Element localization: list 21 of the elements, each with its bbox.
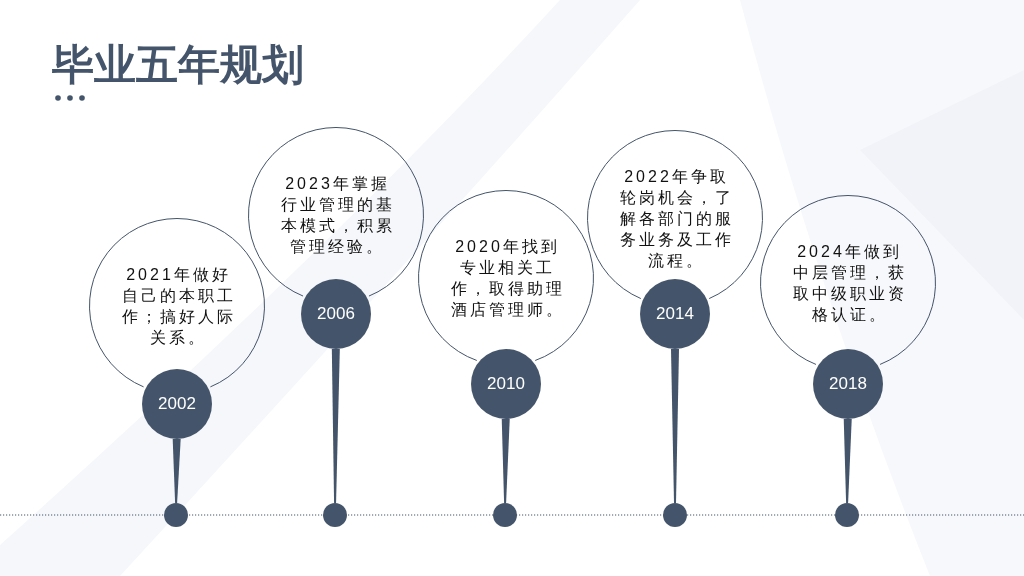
event-description: 2021年做好自己的本职工作；搞好人际关系。 bbox=[120, 265, 237, 348]
event-description: 2023年掌握行业管理的基本模式，积累管理经验。 bbox=[279, 174, 396, 257]
year-circle bbox=[813, 349, 883, 419]
year-label: 2018 bbox=[829, 374, 867, 394]
year-label: 2010 bbox=[487, 374, 525, 394]
pin-connector bbox=[843, 418, 852, 503]
year-label: 2006 bbox=[317, 304, 355, 324]
timeline-dot bbox=[323, 503, 347, 527]
timeline-dot bbox=[835, 503, 859, 527]
pin-connector bbox=[172, 438, 181, 503]
timeline-dot bbox=[493, 503, 517, 527]
year-label: 2002 bbox=[158, 394, 196, 414]
pin-connector bbox=[331, 349, 340, 503]
event-description: 2020年找到专业相关工作，取得助理酒店管理师。 bbox=[449, 237, 566, 320]
timeline-dot bbox=[663, 503, 687, 527]
pin-connector bbox=[671, 349, 679, 503]
year-label: 2014 bbox=[656, 304, 694, 324]
event-description: 2022年争取轮岗机会，了解各部门的服务业务及工作流程。 bbox=[618, 166, 735, 271]
event-description: 2024年做到中层管理，获取中级职业资格认证。 bbox=[791, 242, 908, 325]
pin-connector bbox=[501, 418, 510, 503]
slide-title: 毕业五年规划 bbox=[52, 40, 304, 90]
